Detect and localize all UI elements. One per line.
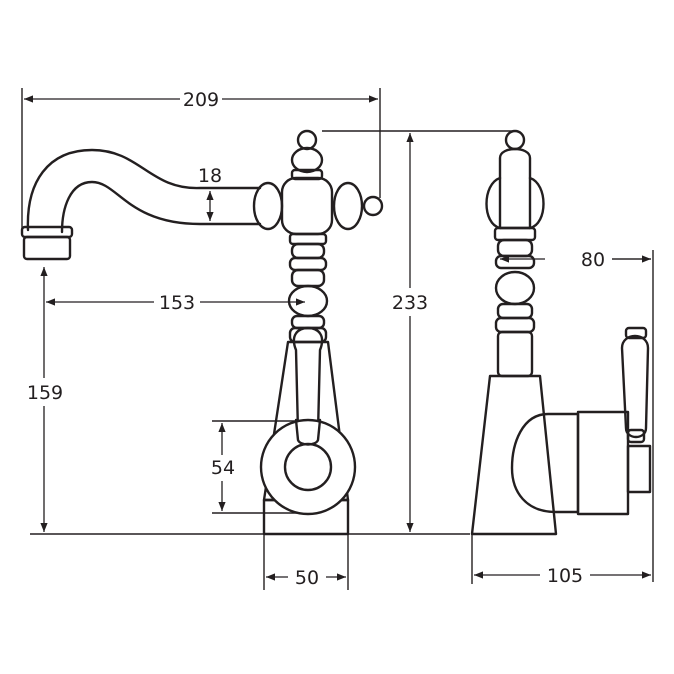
column-ring-3 (290, 268, 326, 288)
dimension-lines (21, 86, 654, 590)
flange-outer-ring (259, 418, 357, 516)
right-end-knob (362, 195, 384, 217)
side-ring-1 (496, 238, 534, 258)
top-finial-ball (290, 146, 324, 174)
side-collar (493, 226, 537, 242)
side-valve-flange (576, 410, 630, 516)
right-hub-cap (332, 181, 364, 231)
spout-nozzle (20, 225, 74, 239)
side-handle-ring (485, 176, 545, 230)
side-body (470, 374, 558, 536)
side-ring-4 (494, 316, 536, 334)
dim-spout-reach-label: 153 (159, 292, 195, 314)
side-valve-cap (626, 444, 652, 494)
dim-pipe-diameter-label: 18 (198, 165, 222, 187)
dim-spout-height-label: 159 (27, 382, 63, 404)
dim-body-diameter-label: 80 (581, 249, 605, 271)
front-view (20, 129, 384, 536)
central-hub (280, 176, 334, 236)
spout-nozzle-tip (22, 235, 72, 261)
side-bulge (494, 270, 536, 306)
side-top-knob (504, 129, 526, 151)
spout-outline-inner (60, 180, 262, 234)
dimension-labels: 209 18 153 159 54 50 233 80 105 (27, 89, 605, 589)
column-ring-1 (290, 242, 326, 260)
side-valve-housing (510, 412, 580, 514)
lever-stem (294, 418, 322, 446)
left-hub-cap (252, 181, 284, 231)
side-ring-5 (496, 330, 534, 378)
top-finial-knob (296, 129, 318, 151)
column-ring-2 (288, 256, 328, 272)
dim-base-width-label: 50 (295, 567, 319, 589)
side-view (470, 129, 652, 536)
side-ring-3 (496, 302, 534, 320)
dim-flange-height-label: 54 (211, 457, 235, 479)
dim-overall-height-label: 233 (392, 292, 428, 314)
dim-overall-width-label: 209 (183, 89, 219, 111)
column-ring-4 (290, 314, 326, 330)
column-collar-top (288, 232, 328, 246)
spout-outline-outer (26, 148, 262, 232)
dim-base-depth-label: 105 (547, 565, 583, 587)
side-lever-cap (624, 326, 648, 340)
side-lever (620, 334, 650, 439)
side-top-cap (498, 147, 532, 230)
column-bulge (287, 284, 329, 318)
side-ring-2 (494, 254, 536, 270)
side-lever-stem (626, 428, 646, 444)
